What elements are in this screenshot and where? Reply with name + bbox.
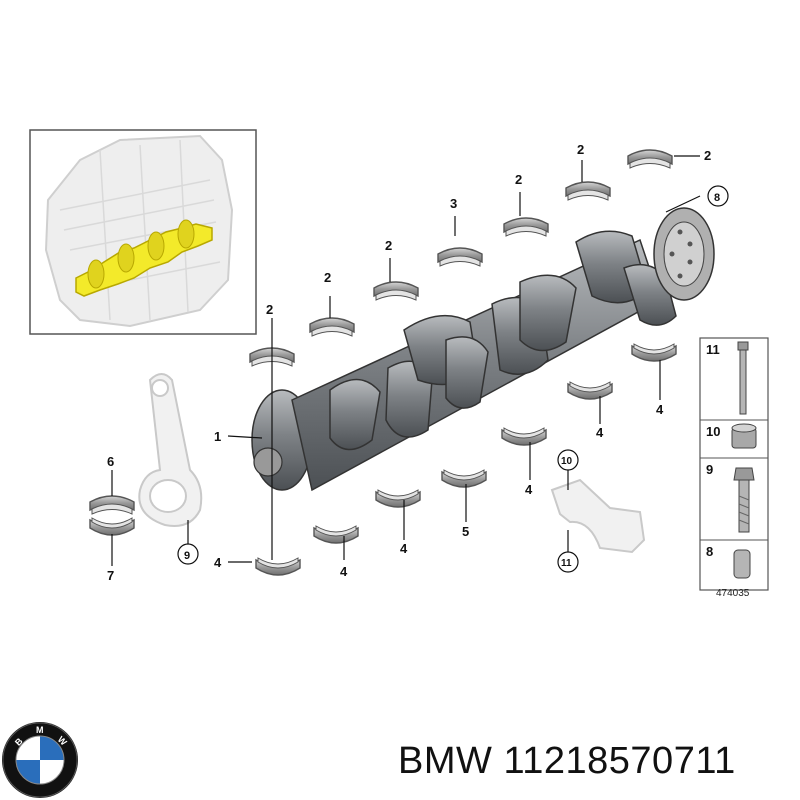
- engine-inset: [29, 129, 257, 335]
- legend-num: 9: [706, 462, 713, 477]
- callout-2: 2: [515, 172, 522, 187]
- callout-3: 3: [450, 196, 457, 211]
- callout-2: 2: [324, 270, 331, 285]
- callout-9: 9: [184, 550, 190, 562]
- callout-2: 2: [385, 238, 392, 253]
- callout-4: 4: [340, 564, 348, 579]
- callout-8: 8: [714, 192, 720, 204]
- legend-num: 8: [706, 544, 713, 559]
- callout-4: 4: [525, 482, 533, 497]
- callout-4: 4: [214, 555, 222, 570]
- bolt-icon: [733, 467, 755, 533]
- part-number: 11218570711: [503, 740, 736, 782]
- brand-name: BMW: [398, 740, 493, 782]
- callout-7: 7: [107, 568, 114, 583]
- bolt-long-icon: [737, 341, 749, 415]
- bearing-cap: [550, 478, 646, 554]
- callout-1: 1: [214, 429, 221, 444]
- callout-11: 11: [561, 558, 572, 569]
- callout-4: 4: [400, 541, 408, 556]
- callout-10: 10: [561, 456, 573, 467]
- legend-num: 10: [706, 424, 720, 439]
- bmw-logo: B M W: [2, 722, 78, 798]
- sleeve-icon: [731, 423, 757, 449]
- callout-4: 4: [596, 425, 604, 440]
- connecting-rod: [138, 373, 203, 527]
- legend-num: 11: [706, 342, 720, 357]
- callout-2: 2: [704, 148, 711, 163]
- logo-letter-m: M: [36, 725, 44, 735]
- leader-lines: [111, 155, 701, 566]
- part-caption: BMW 11218570711: [398, 740, 793, 782]
- diagram-number: 474035: [716, 588, 750, 599]
- callout-2: 2: [266, 302, 273, 317]
- callout-5: 5: [462, 524, 469, 539]
- callout-6: 6: [107, 454, 114, 469]
- legend: 11 10 9 8 474035: [699, 337, 769, 599]
- callouts: 1 2 2 2 3 2 2 2 8 4 4 4 5 4 4 4 6 7 9 10…: [107, 142, 729, 583]
- crankshaft: [251, 207, 715, 492]
- callout-2: 2: [577, 142, 584, 157]
- callout-4: 4: [656, 402, 664, 417]
- dowel-pin-icon: [733, 549, 751, 579]
